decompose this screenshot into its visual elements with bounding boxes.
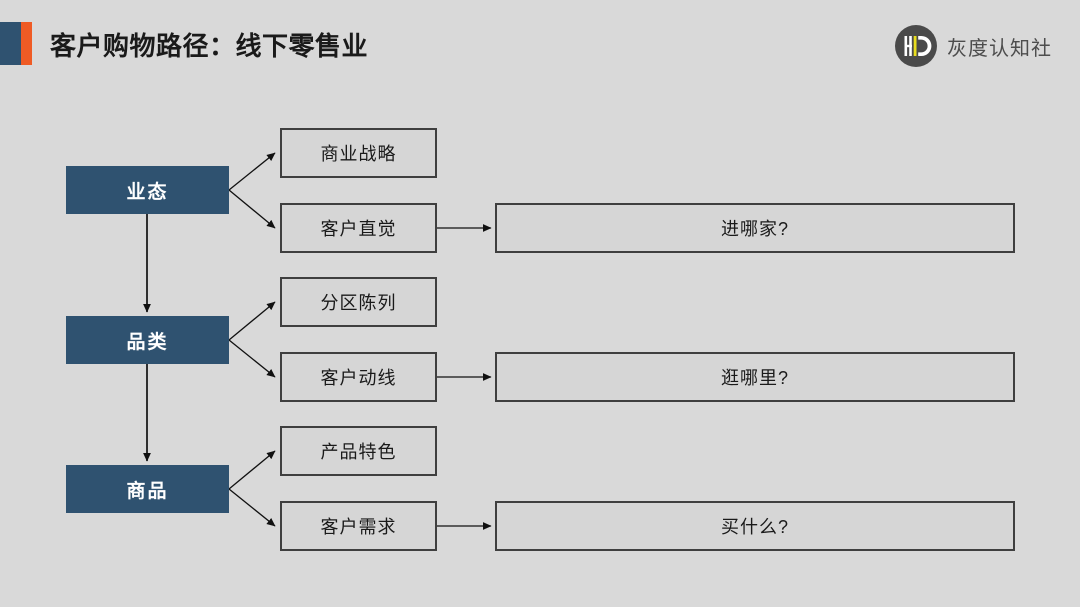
accent-bar-orange	[21, 22, 32, 65]
stage-node-2[interactable]: 品类	[66, 316, 229, 364]
brand-logo: 灰度认知社	[894, 24, 1052, 68]
sub-node-3-top[interactable]: 产品特色	[280, 426, 437, 476]
question-node-3[interactable]: 买什么?	[495, 501, 1015, 551]
question-node-2[interactable]: 逛哪里?	[495, 352, 1015, 402]
sub-node-2-bottom[interactable]: 客户动线	[280, 352, 437, 402]
slide-header: 客户购物路径：线下零售业 灰度认知社	[0, 0, 1080, 88]
brand-name: 灰度认知社	[947, 37, 1052, 60]
question-node-1[interactable]: 进哪家?	[495, 203, 1015, 253]
sub-node-1-bottom[interactable]: 客户直觉	[280, 203, 437, 253]
hd-monogram-icon	[895, 25, 937, 67]
stage-node-1[interactable]: 业态	[66, 166, 229, 214]
sub-node-2-top[interactable]: 分区陈列	[280, 277, 437, 327]
stage-node-3[interactable]: 商品	[66, 465, 229, 513]
page-title: 客户购物路径：线下零售业	[50, 31, 369, 61]
accent-bar-blue	[0, 22, 21, 65]
sub-node-1-top[interactable]: 商业战略	[280, 128, 437, 178]
sub-node-3-bottom[interactable]: 客户需求	[280, 501, 437, 551]
